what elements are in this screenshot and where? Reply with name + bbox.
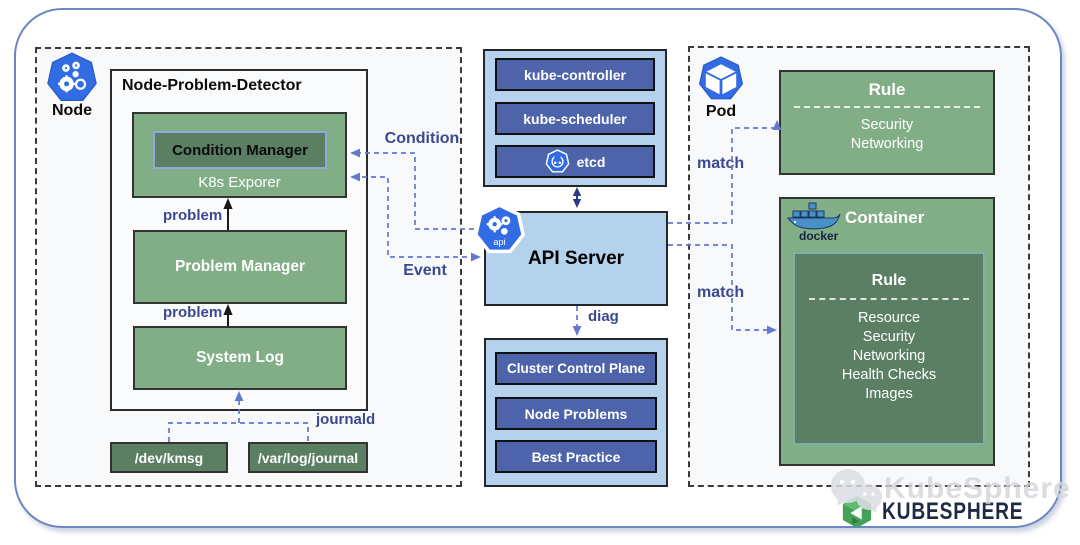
- best-practice-item: Best Practice: [495, 440, 657, 473]
- pod-rule-item: Security: [860, 117, 914, 133]
- container-rule-item: Health Checks: [841, 367, 937, 383]
- dev-kmsg-box: /dev/kmsg: [110, 442, 228, 473]
- api-icon-label: api: [493, 237, 505, 247]
- outer-rounded-frame: [14, 8, 1062, 528]
- npd-title: Node-Problem-Detector: [122, 77, 302, 94]
- container-rule-item: Resource: [857, 310, 921, 326]
- docker-label: docker: [799, 229, 839, 243]
- node-label: Node: [52, 102, 92, 119]
- etcd-icon: [545, 149, 570, 173]
- match-label-top: match: [697, 155, 745, 172]
- kube-scheduler-item: kube-scheduler: [495, 102, 655, 135]
- wechat-watermark-icon: [831, 469, 882, 513]
- var-log-journal-box: /var/log/journal: [248, 442, 368, 473]
- journald-label: journald: [316, 411, 376, 428]
- pod-rule-separator: [794, 106, 980, 108]
- problem-manager-box: Problem Manager: [133, 230, 347, 304]
- container-rule-separator: [809, 298, 969, 300]
- pod-rule-box: Rule Security Networking: [779, 70, 995, 175]
- condition-edge-label: Condition: [384, 130, 460, 147]
- k8s-exporter-label: K8s Exporer: [198, 174, 281, 191]
- docker-logo-icon: docker: [787, 202, 841, 243]
- pod-label: Pod: [705, 103, 737, 120]
- problem-label-bottom: problem: [163, 304, 223, 321]
- event-edge-label: Event: [403, 262, 447, 279]
- container-title: Container: [845, 208, 925, 227]
- kubernetes-pod-icon: [698, 56, 744, 100]
- condition-manager-box: Condition Manager: [153, 131, 327, 169]
- pod-rule-title: Rule: [868, 80, 906, 99]
- container-rule-item: Networking: [852, 348, 926, 364]
- kubernetes-node-icon: [47, 52, 97, 101]
- problem-label-top: problem: [163, 207, 223, 224]
- kubesphere-logo-text: KUBESPHERE: [882, 498, 1024, 525]
- node-problems-item: Node Problems: [495, 397, 657, 430]
- etcd-label: etcd: [576, 153, 606, 170]
- kubesphere-watermark-text: KubeSphere: [884, 472, 1071, 505]
- kubernetes-api-icon: api: [473, 203, 526, 254]
- kube-controller-item: kube-controller: [495, 58, 655, 91]
- match-label-bottom: match: [697, 284, 745, 301]
- container-rule-title: Rule: [871, 272, 907, 289]
- system-log-box: System Log: [133, 326, 347, 390]
- container-rule-item: Security: [862, 329, 916, 345]
- container-rule-item: Images: [865, 386, 913, 402]
- cluster-control-plane-item: Cluster Control Plane: [495, 352, 657, 385]
- container-rule-box: Rule Resource Security Networking Health…: [793, 252, 985, 445]
- diag-label: diag: [588, 308, 619, 325]
- pod-rule-item: Networking: [850, 136, 924, 152]
- etcd-item: etcd: [495, 145, 655, 178]
